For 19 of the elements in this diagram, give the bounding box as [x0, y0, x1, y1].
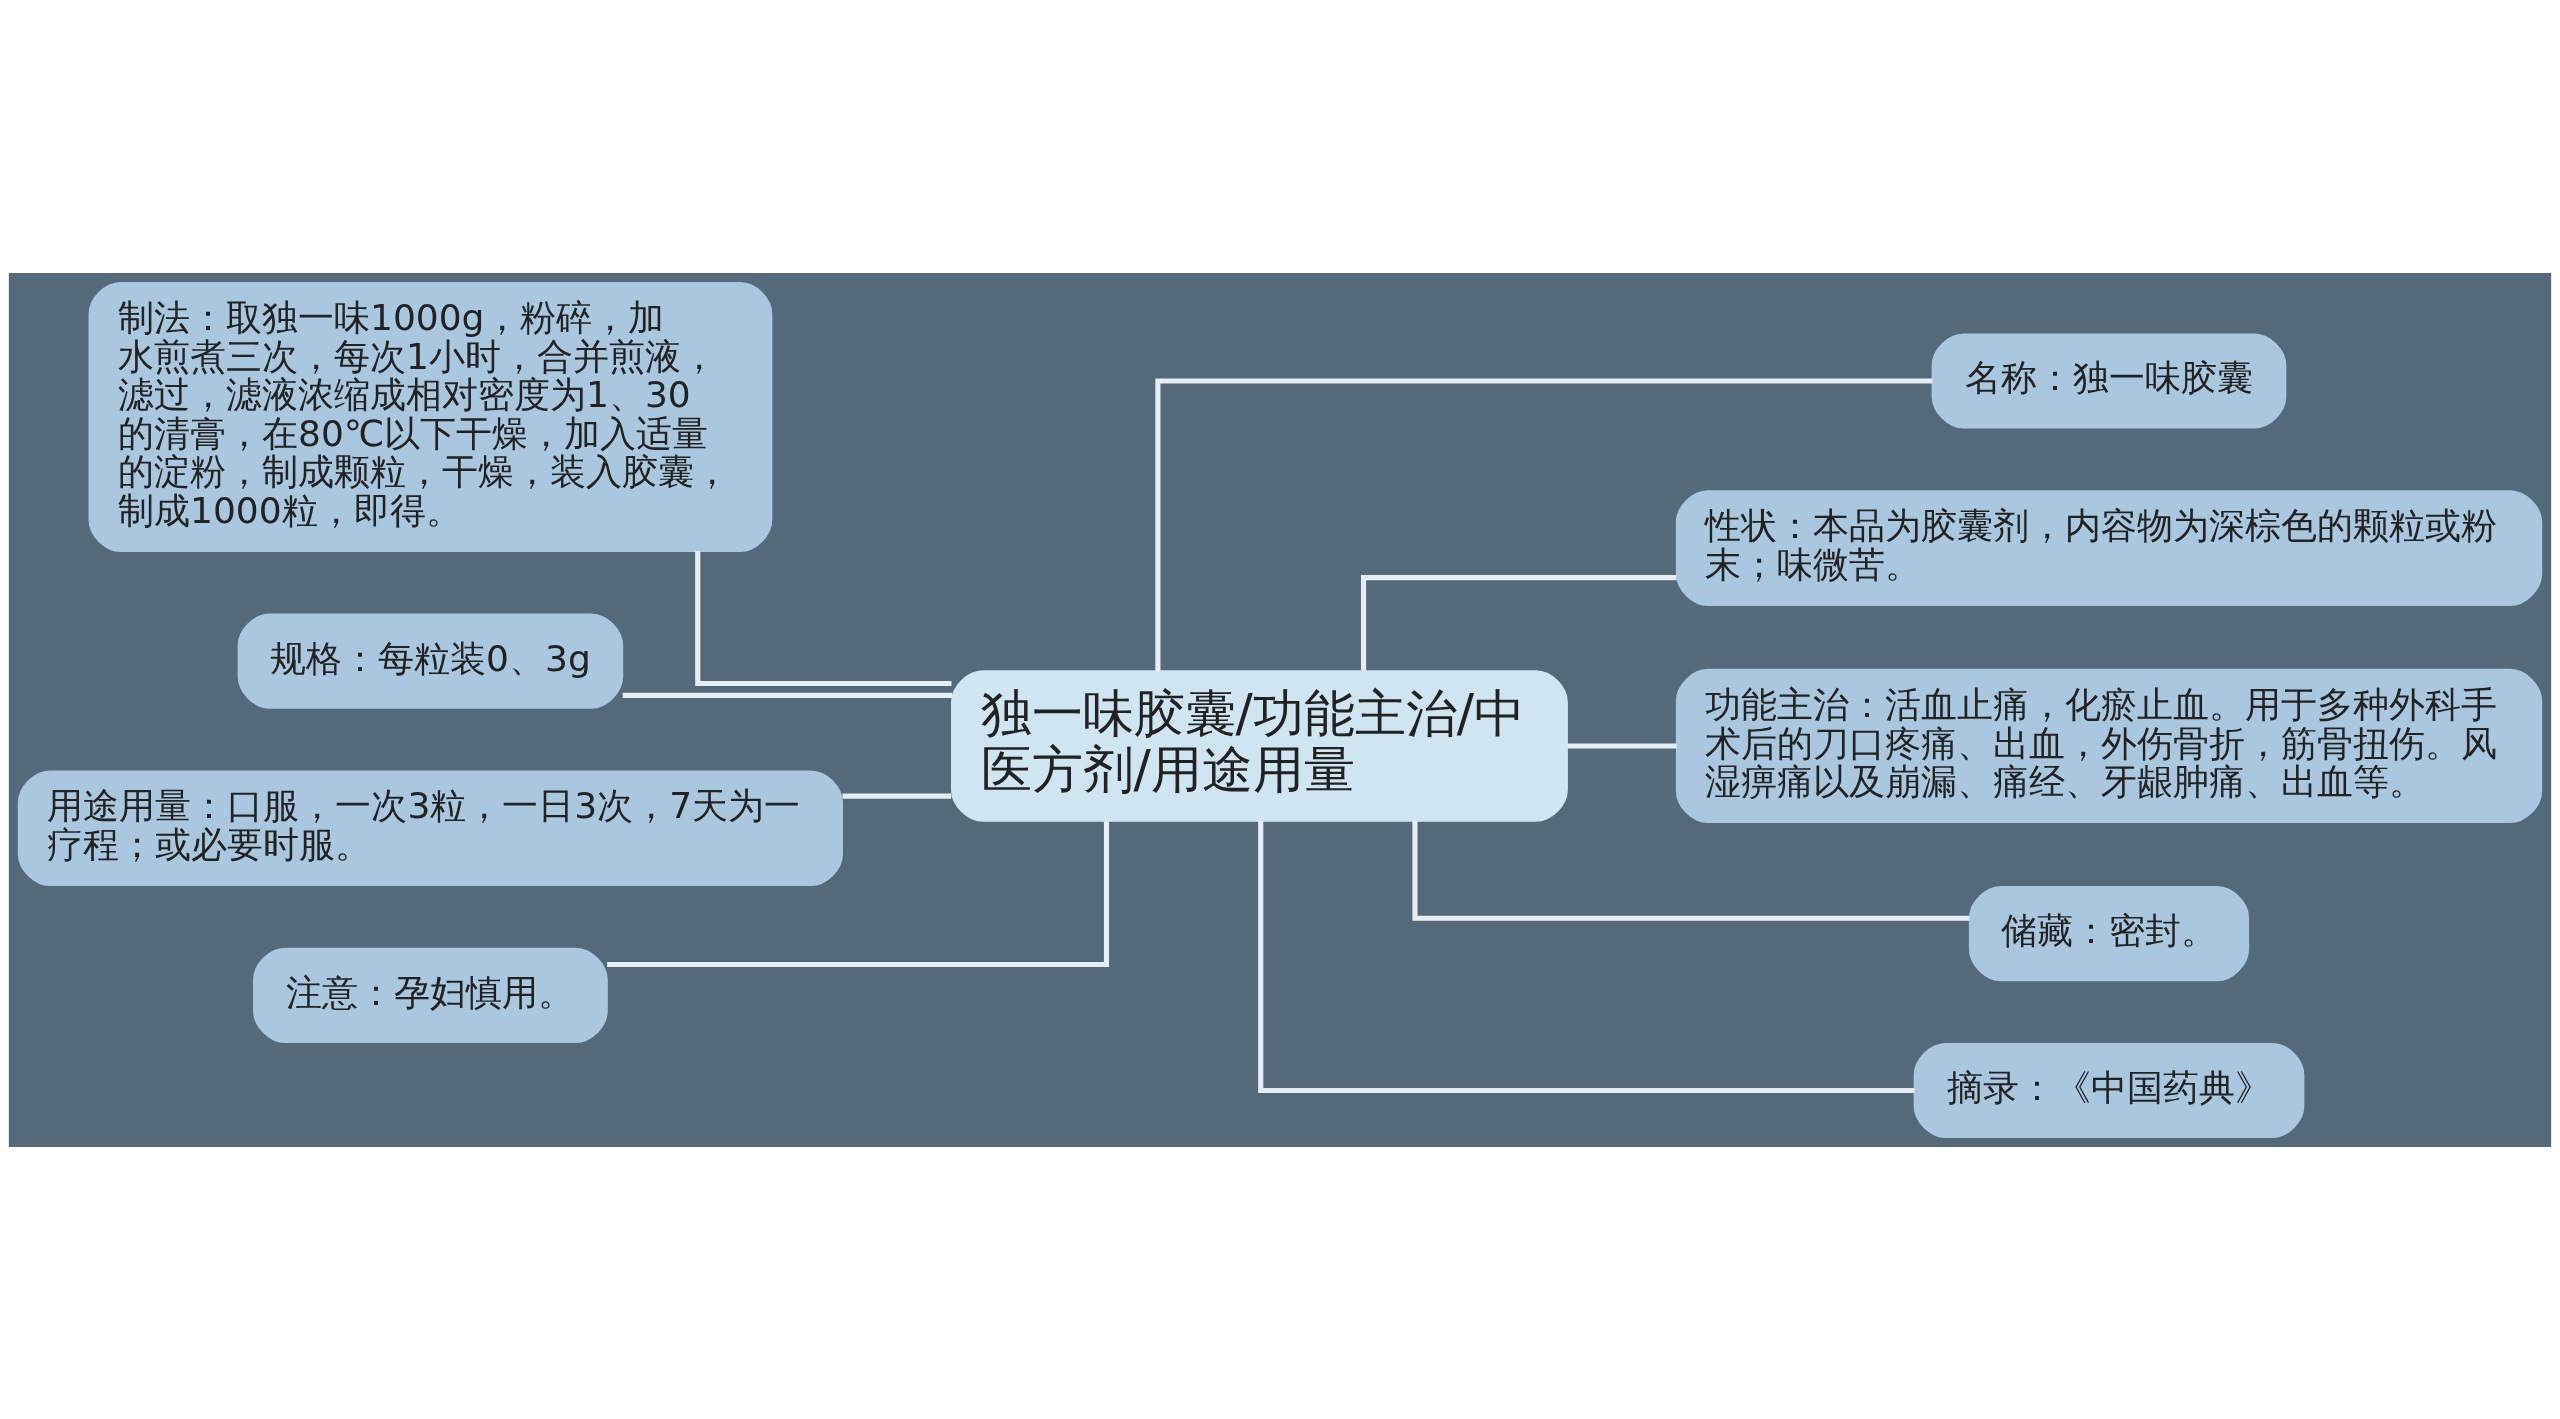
node-box: 摘录：《中国药典》	[1913, 1042, 2305, 1138]
node-box: 储藏：密封。	[1968, 885, 2250, 981]
connector	[607, 820, 1110, 967]
node-box: 功能主治：活血止痛，化瘀止血。用于多种外科手术后的刀口疼痛、出血，外伤骨折，筋骨扭伤。风湿痹痛以及崩漏、痛经、牙龈肿痛、出血等。	[1675, 668, 2543, 823]
node-box: 用途用量：口服，一次3粒，一日3次，7天为一疗程；或必要时服。	[17, 769, 843, 886]
node-box: 注意：孕妇慎用。	[253, 947, 608, 1043]
node-box: 规格：每粒装0、3g	[237, 613, 624, 709]
connector	[1567, 742, 1677, 749]
connector	[842, 793, 952, 799]
node-box: 独一味胶囊/功能主治/中医方剂/用途用量	[950, 669, 1568, 822]
connector	[1258, 820, 1915, 1093]
node-box: 制法：取独一味1000g，粉碎，加水煎煮三次，每次1小时，合并煎液，滤过，滤液浓缩成相对密度为1、30的清膏，在80℃以下干燥，加入适量的淀粉，制成颗粒，干燥，装入胶囊，制成1000粒，即得。	[88, 281, 773, 552]
connector	[622, 692, 953, 698]
connector	[695, 550, 952, 686]
node-box: 名称：独一味胶囊	[1931, 332, 2287, 429]
node-box: 性状：本品为胶囊剂，内容物为深棕色的颗粒或粉末；味微苦。	[1675, 489, 2543, 606]
connector	[1412, 820, 1970, 921]
connector	[1155, 377, 1933, 671]
connector	[1360, 574, 1677, 671]
